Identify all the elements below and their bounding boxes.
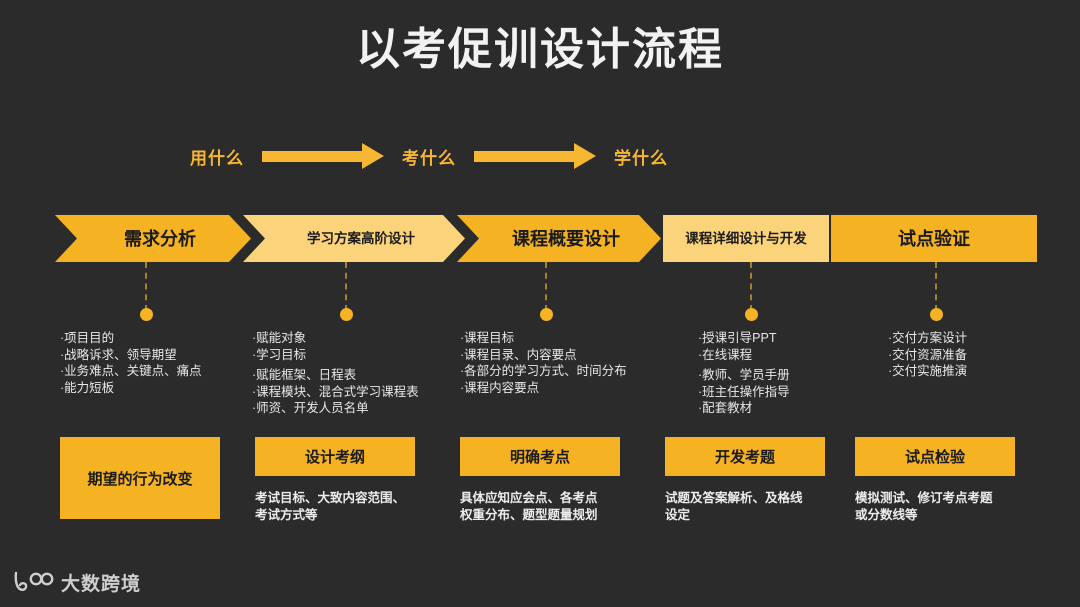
outcome-caption-line: 或分数线等: [855, 508, 918, 522]
phase-label-2: 考什么: [402, 148, 456, 168]
connector-line: [345, 262, 349, 311]
bullet-item: ·交付方案设计: [888, 331, 968, 345]
right-arrow-icon: [262, 143, 384, 169]
step-bullet-list: ·课程目标 ·课程目录、内容要点 ·各部分的学习方式、时间分布 ·课程内容要点: [460, 330, 627, 396]
bullet-item: ·课程内容要点: [460, 380, 540, 395]
bullet-item: ·教师、学员手册: [698, 368, 790, 382]
outcome-caption: 模拟测试、修订考点考题或分数线等: [855, 490, 993, 524]
outcome-label: 期望的行为改变: [87, 470, 193, 488]
outcome-label: 明确考点: [509, 449, 570, 466]
bullet-item: ·师资、开发人员名单: [252, 401, 369, 415]
connector-dot: [140, 308, 153, 321]
connector-dot: [340, 308, 353, 321]
process-step-banner[interactable]: 需求分析: [55, 215, 251, 262]
bullet-item: ·能力短板: [60, 380, 115, 395]
bullet-item: ·项目目的: [60, 331, 115, 345]
bullet-item: ·课程目标: [460, 331, 515, 345]
bullet-item: ·班主任操作指导: [698, 384, 790, 399]
outcome-label: 设计考纲: [304, 449, 365, 466]
outcome-caption-line: 考试方式等: [255, 508, 318, 522]
connector-line: [750, 262, 754, 311]
connector-line: [145, 262, 149, 311]
process-step-banner[interactable]: 课程详细设计与开发: [663, 215, 829, 262]
bullet-item: ·战略诉求、领导期望: [60, 347, 177, 362]
connector-dot: [930, 308, 943, 321]
outcome-caption-line: 试题及答案解析、及格线: [665, 491, 803, 505]
step-bullet-list: ·赋能对象 ·学习目标 ·赋能框架、日程表 ·课程模块、混合式学习课程表 ·师资、开发人…: [252, 330, 419, 417]
process-step-title: 课程概要设计: [512, 228, 620, 249]
process-step-title: 课程详细设计与开发: [685, 230, 807, 246]
bullet-item: ·交付资源准备: [888, 347, 968, 362]
bullet-item: ·交付实施推演: [888, 364, 968, 378]
step-bullet-list: ·交付方案设计 ·交付资源准备 ·交付实施推演: [888, 330, 967, 380]
phase-label-3: 学什么: [614, 148, 668, 168]
connector-dot: [745, 308, 758, 321]
outcome-caption: 试题及答案解析、及格线设定: [665, 490, 803, 524]
process-step-title: 试点验证: [898, 228, 970, 249]
footer-logo: 大数跨境: [12, 567, 141, 597]
footer-logo-text: 大数跨境: [61, 573, 142, 595]
bullet-item: ·赋能对象: [252, 331, 307, 345]
outcome-caption-line: 考试目标、大致内容范围、: [255, 491, 406, 505]
connector-line: [935, 262, 939, 311]
process-step-banner[interactable]: 学习方案高阶设计: [243, 215, 465, 262]
outcome-box[interactable]: 设计考纲: [255, 437, 415, 476]
bullet-item: ·业务难点、关键点、痛点: [60, 364, 202, 378]
connector-dot: [540, 308, 553, 321]
page-title: 以考促训设计流程: [356, 25, 724, 74]
connector-line: [545, 262, 549, 311]
right-arrow-icon: [474, 143, 596, 169]
phase-flow-row: 用什么 考什么 学什么: [190, 139, 830, 173]
process-banner-row: 需求分析 学习方案高阶设计 课程概要设计 课程详细设计与开发 试点验证: [0, 215, 1080, 262]
outcome-caption-line: 设定: [665, 508, 691, 522]
outcome-caption: 具体应知应会点、各考点权重分布、题型题量规划: [460, 490, 598, 524]
bullet-item: ·各部分的学习方式、时间分布: [460, 364, 627, 378]
outcome-caption-line: 具体应知应会点、各考点: [460, 491, 598, 505]
process-step-banner[interactable]: 试点验证: [831, 215, 1037, 262]
bullet-item: ·学习目标: [252, 347, 307, 362]
outcome-caption-line: 权重分布、题型题量规划: [460, 508, 598, 522]
outcome-box[interactable]: 明确考点: [460, 437, 620, 476]
step-bullet-list: ·项目目的 ·战略诉求、领导期望 ·业务难点、关键点、痛点 ·能力短板: [60, 330, 202, 396]
bullet-item: ·课程模块、混合式学习课程表: [252, 384, 419, 399]
bullet-item: ·在线课程: [698, 347, 753, 362]
bullet-item: ·配套教材: [698, 401, 753, 415]
outcome-box[interactable]: 期望的行为改变: [60, 437, 220, 519]
bullet-item: ·课程目录、内容要点: [460, 347, 577, 362]
step-bullet-list: ·授课引导PPT ·在线课程 ·教师、学员手册 ·班主任操作指导 ·配套教材: [698, 330, 790, 417]
outcome-caption-line: 模拟测试、修订考点考题: [855, 491, 993, 505]
phase-label-1: 用什么: [190, 148, 244, 168]
outcome-box[interactable]: 开发考题: [665, 437, 825, 476]
brand-logo-icon: [14, 571, 54, 591]
outcome-caption: 考试目标、大致内容范围、考试方式等: [255, 490, 405, 524]
process-step-title: 学习方案高阶设计: [307, 230, 415, 246]
outcome-label: 试点检验: [904, 449, 965, 466]
outcome-label: 开发考题: [714, 449, 775, 466]
bullet-item: ·赋能框架、日程表: [252, 368, 357, 382]
process-step-banner[interactable]: 课程概要设计: [457, 215, 661, 262]
bullet-item: ·授课引导PPT: [698, 331, 777, 345]
process-step-title: 需求分析: [124, 228, 196, 249]
outcome-box[interactable]: 试点检验: [855, 437, 1015, 476]
